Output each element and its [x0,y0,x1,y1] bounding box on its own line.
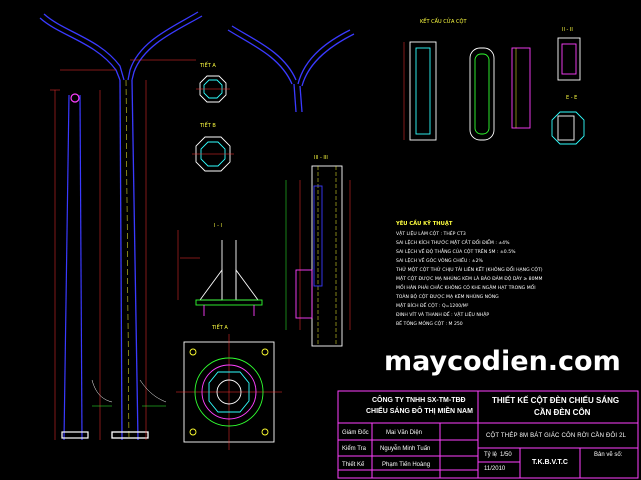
requirements-title: YÊU CẦU KỸ THUẬT [396,221,453,227]
double-arm-pole [39,11,203,441]
name-checker: Nguyễn Minh Tuấn [380,446,431,452]
pole-dimensions [60,59,196,440]
sheet-number-label: Bản vẽ số: [594,452,623,458]
section-label-base: TIẾT A [212,325,228,331]
name-director: Mai Văn Diện [386,430,423,436]
name-designer: Phạm Tiến Hoàng [382,462,431,468]
requirement-item: ĐINH VÍT VÀ THANH ĐẾ : VẬT LIỆU NHẬP [396,313,490,318]
section-label-a: TIẾT A [200,63,216,69]
requirement-item: SAI LỆCH VỀ ĐỘ THẲNG CỦA CỘT TRÊN 5M : ±… [396,250,516,255]
base-elevation-section [177,230,263,316]
column-section-iii [285,165,351,347]
company-name-line1: CÔNG TY TNHH SX-TM-TBĐ [372,397,466,404]
sheet-code: T.K.B.V.T.C [532,459,568,466]
requirement-item: SAI LỆCH VỀ GÓC VÒNG CHIẾU : ±2% [396,259,483,264]
project-title-line2: CẦN ĐÈN CÔN [534,408,591,417]
requirement-item: THỬ MỘT CỘT THỬ CHỊU TẢI LIÊN KẾT (KHÔNG… [396,268,543,273]
watermark-text: maycodien.com [384,346,621,377]
company-name-line2: CHIẾU SÁNG ĐÔ THỊ MIỀN NAM [366,408,473,415]
title-block-frame [337,390,639,479]
requirement-item: SAI LỆCH KÍCH THƯỚC MẶT CẮT ĐỐI ĐIỂM : ±… [396,241,510,246]
octagon-section-a [196,75,230,103]
project-title-line1: THIẾT KẾ CỘT ĐÈN CHIẾU SÁNG [492,396,620,405]
requirement-item: TOÀN BỘ CỘT ĐƯỢC MẠ KẼM NHÚNG NÓNG [396,295,499,300]
section-label-l: I - I [214,223,222,229]
base-plate-plan [176,334,282,450]
requirement-item: BỀ TÔNG MÓNG CỘT : M 250 [396,322,463,327]
requirement-item: MỐI HÀN PHẢI CHẮC KHÔNG CÓ KHE NGẬM HẠT … [396,286,536,291]
role-director: Giám Đốc [342,430,369,436]
requirement-item: MẶT CỘT ĐƯỢC MẠ NHÚNG KẼM LÀ BẢO ĐẢM ĐỘ … [396,277,543,282]
door-structure-detail [403,37,585,145]
drawing-date: 11/2010 [484,466,506,472]
section-label-iii: III - III [314,155,328,161]
requirement-item: MẶT BÍCH ĐẾ CỘT : Q=1200/M² [396,304,469,309]
section-label-ee: E - E [566,95,578,101]
role-designer: Thiết Kế [342,462,365,468]
section-label-structure: KẾT CẤU CỬA CỘT [420,19,467,25]
octagon-section-c [192,136,234,172]
drawing-name: CỘT THÉP 8M BÁT GIÁC CÔN RỜI CẦN ĐÔI 2L [486,433,627,439]
section-label-ii: II - II [562,27,573,33]
side-pole-elevation [50,89,89,441]
arm-detail [227,25,355,113]
scale-label: Tỷ lệ [484,452,498,458]
role-checker: Kiểm Tra [342,446,367,452]
requirement-item: VẬT LIỆU LÀM CỘT : THÉP CT3 [396,232,466,237]
section-label-b: TIẾT B [200,123,216,129]
scale-value: 1/50 [500,452,512,458]
